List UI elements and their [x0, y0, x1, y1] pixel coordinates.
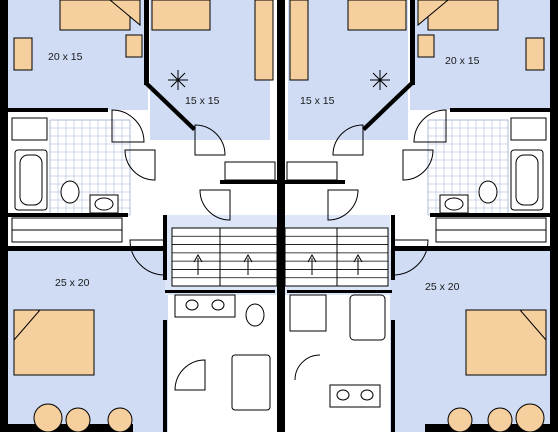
shower-left	[231, 354, 271, 411]
room-label-right-lower: 25 x 20	[425, 281, 460, 293]
desk-left	[13, 37, 33, 71]
plant-right	[370, 70, 390, 90]
plant-left	[168, 70, 188, 90]
room-label-left-upper-left: 20 x 15	[48, 51, 83, 63]
chair-left-1	[33, 403, 63, 432]
dresser-left	[254, 0, 274, 81]
room-label-right-upper-right: 20 x 15	[445, 55, 480, 67]
staircase-left	[171, 227, 278, 287]
tub-right-center	[349, 294, 386, 341]
bath-fixtures	[14, 149, 544, 411]
beds	[13, 0, 547, 376]
closets	[11, 117, 547, 243]
toilet-left	[60, 180, 80, 204]
room-label-left-lower: 25 x 20	[55, 277, 90, 289]
room-label-right-upper-center: 15 x 15	[300, 95, 335, 107]
room-label-left-upper-center: 15 x 15	[185, 95, 220, 107]
dresser-right	[289, 0, 309, 81]
furniture	[13, 0, 545, 432]
shower-corner-right	[289, 294, 327, 332]
nightstand-right	[417, 34, 435, 58]
room-labels: 20 x 15 15 x 15 25 x 20 15 x 15 20 x 15 …	[48, 51, 480, 293]
vanity-left	[174, 294, 236, 318]
desk-right	[525, 37, 545, 71]
staircase-right	[284, 227, 389, 287]
bed-upper-center-right	[347, 0, 407, 31]
chair-left-2	[65, 407, 91, 432]
bed-upper-center-left	[151, 0, 211, 31]
chair-right-2	[487, 407, 513, 432]
nightstand	[125, 34, 143, 58]
party-wall	[277, 0, 285, 432]
door-swings	[111, 109, 447, 276]
chair-right-3	[515, 403, 545, 432]
chair-right-1	[447, 407, 473, 432]
toilet-right	[478, 180, 498, 204]
chair-left-3	[107, 407, 133, 432]
